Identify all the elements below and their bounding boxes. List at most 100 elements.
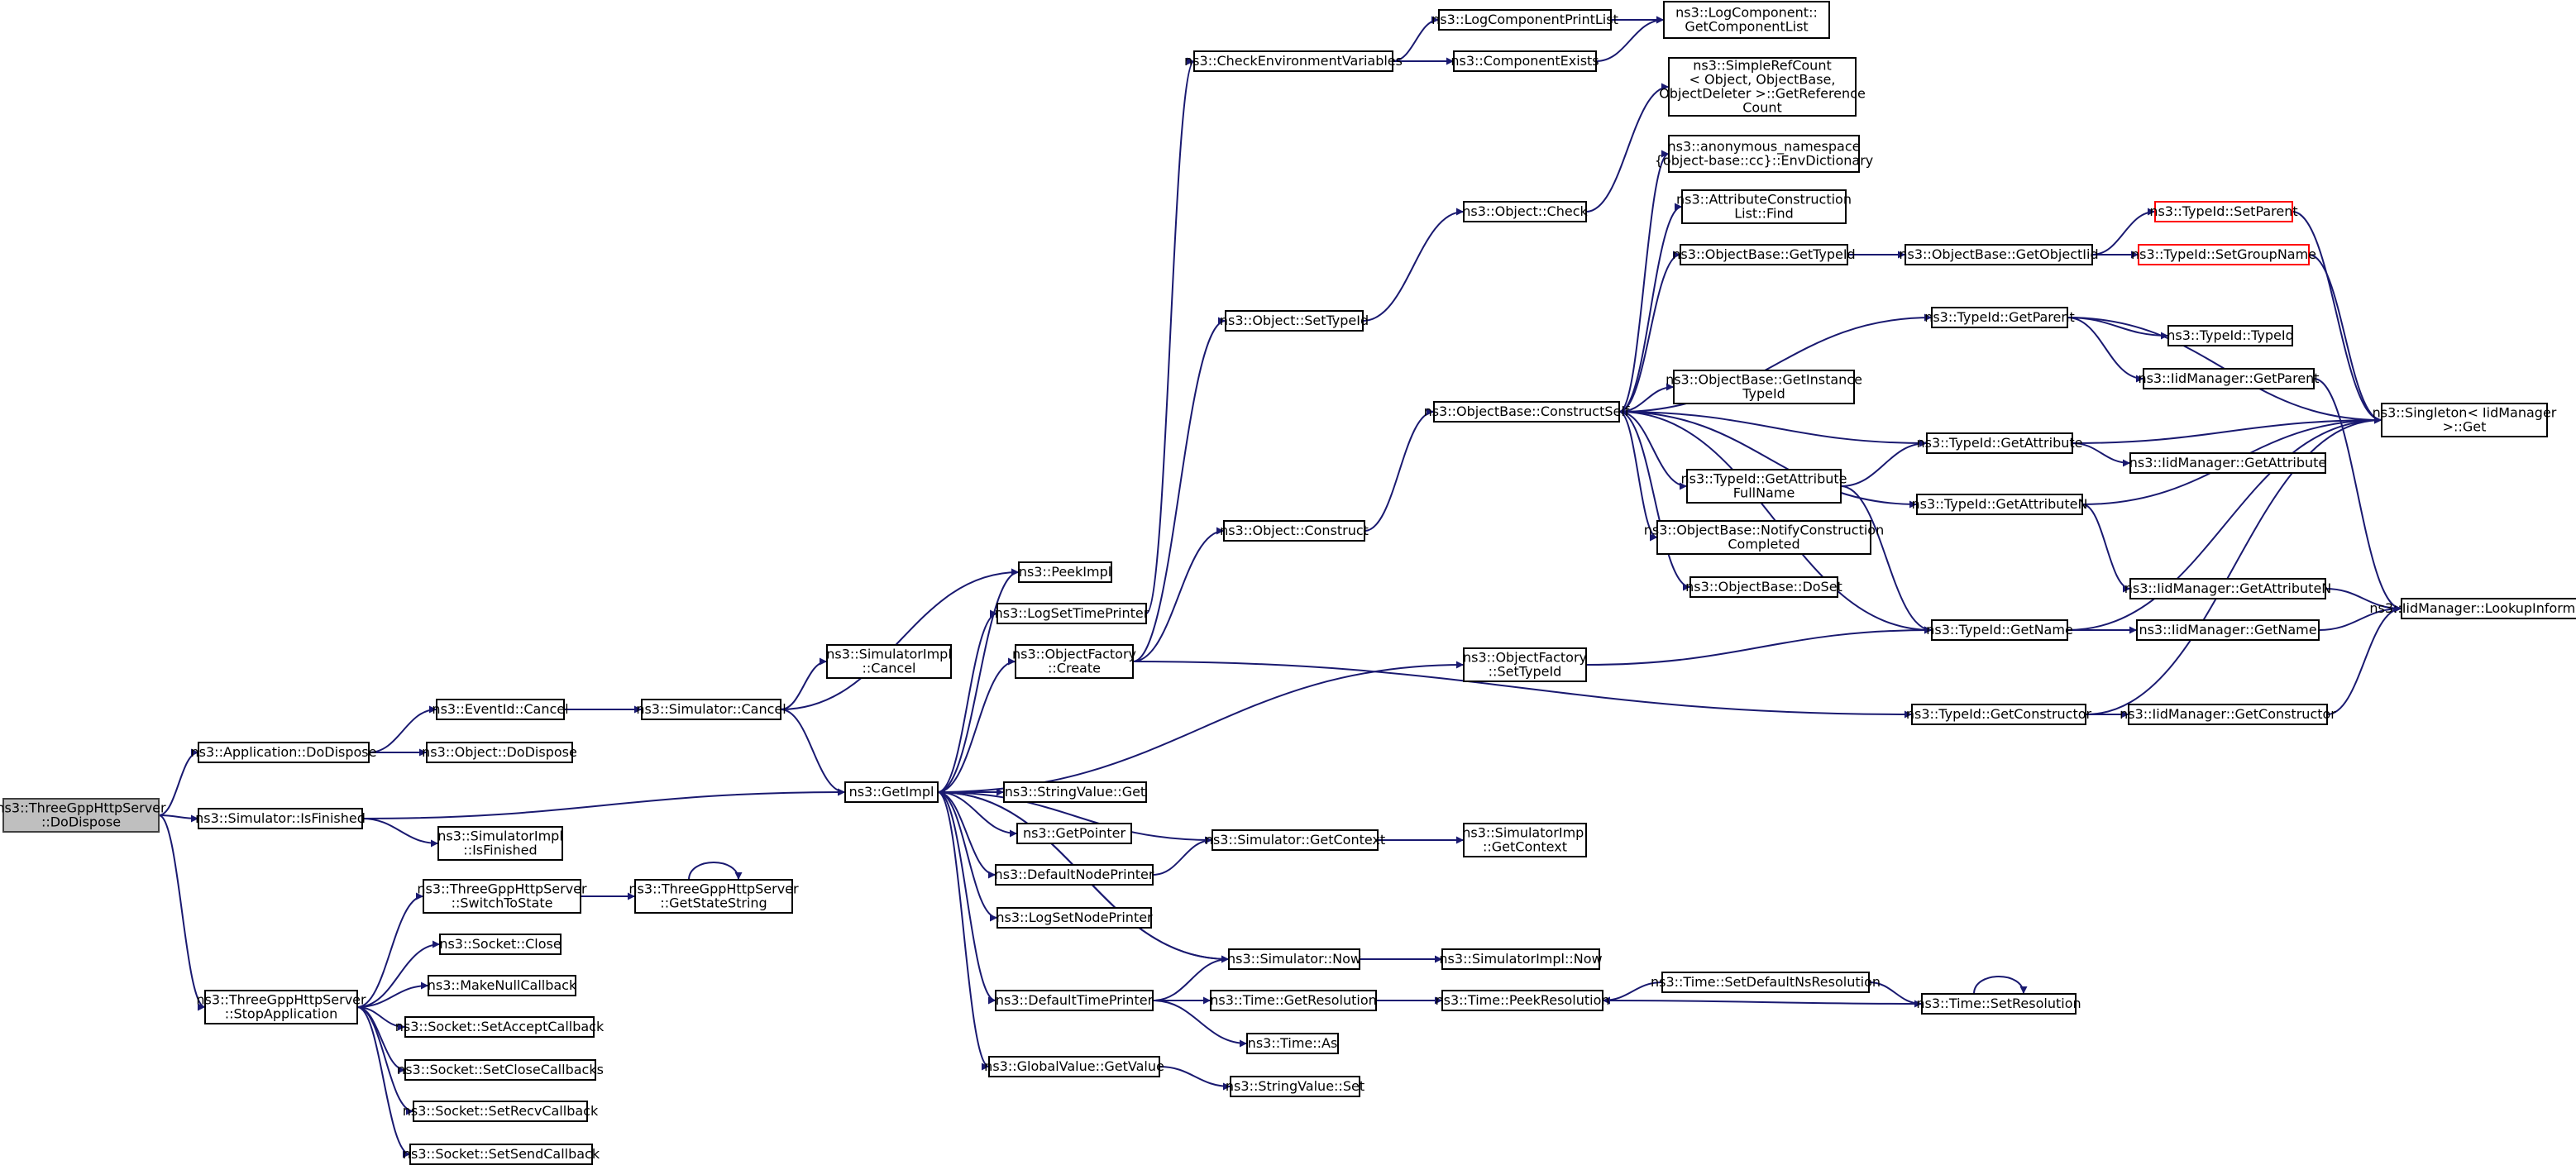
node-label: ns3::ObjectFactory::Create: [1012, 647, 1136, 676]
node-envdict[interactable]: ns3::anonymous_namespace{object-base::cc…: [1655, 135, 1874, 173]
node-label: ns3::StringValue::Set: [1226, 1078, 1364, 1094]
node-strvalset[interactable]: ns3::StringValue::Set: [1226, 1076, 1364, 1097]
edge-typeidgetattrn-to-iidgetattrn: [2081, 504, 2131, 593]
node-setaccept[interactable]: ns3::Socket::SetAcceptCallback: [395, 1016, 605, 1038]
node-objdodispose[interactable]: ns3::Object::DoDispose: [422, 742, 577, 763]
node-typeidgetname[interactable]: ns3::TypeId::GetName: [1926, 619, 2073, 641]
node-typeidgetctor[interactable]: ns3::TypeId::GetConstructor: [1906, 704, 2092, 725]
node-constructself[interactable]: ns3::ObjectBase::ConstructSelf: [1424, 401, 1630, 423]
node-label: ns3::GlobalValue::GetValue: [984, 1058, 1164, 1074]
node-iidgetattr[interactable]: ns3::IidManager::GetAttribute: [2129, 452, 2327, 474]
node-getcomplist[interactable]: ns3::LogComponent::GetComponentList: [1663, 1, 1830, 39]
node-timesetres[interactable]: ns3::Time::SetResolution: [1916, 993, 2081, 1015]
node-label: ns3::Simulator::GetContext: [1205, 832, 1385, 848]
node-objbasedoset[interactable]: ns3::ObjectBase::DoSet: [1685, 576, 1842, 598]
node-objbasegettypeid[interactable]: ns3::ObjectBase::GetTypeId: [1672, 244, 1856, 265]
node-sockclose[interactable]: ns3::Socket::Close: [439, 934, 562, 955]
node-objfactcreate[interactable]: ns3::ObjectFactory::Create: [1012, 644, 1136, 679]
node-box: [1463, 823, 1587, 857]
edge-getimpl-to-logsetnode: [937, 791, 998, 922]
edge-getimpl-to-deftimeprinter: [937, 791, 996, 1005]
node-simimplnow[interactable]: ns3::SimulatorImpl::Now: [1439, 948, 1603, 970]
node-globalgetvalue[interactable]: ns3::GlobalValue::GetValue: [984, 1056, 1164, 1077]
node-iidgetname[interactable]: ns3::IidManager::GetName: [2136, 619, 2320, 641]
node-setclose[interactable]: ns3::Socket::SetCloseCallbacks: [397, 1059, 604, 1081]
node-timegetres[interactable]: ns3::Time::GetResolution: [1210, 990, 1377, 1011]
node-box: [1911, 704, 2086, 725]
edge-constructself-to-getattrfullname: [1618, 411, 1688, 490]
node-box: [423, 879, 581, 914]
edge-getimpl-to-getpointer: [937, 791, 1018, 838]
node-checkenv[interactable]: ns3::CheckEnvironmentVariables: [1184, 50, 1403, 72]
node-simgetcontext[interactable]: ns3::Simulator::GetContext: [1205, 829, 1385, 851]
edge-stopapp-to-switchtostate: [356, 892, 424, 1008]
node-singletonget[interactable]: ns3::Singleton< IidManager>::Get: [2373, 403, 2557, 437]
node-strvalget[interactable]: ns3::StringValue::Get: [1003, 781, 1147, 803]
node-root[interactable]: ns3::ThreeGppHttpServer::DoDispose: [0, 798, 166, 833]
node-iidgetattrn[interactable]: ns3::IidManager::GetAttributeN: [2124, 578, 2332, 599]
node-typeidsetparent[interactable]: ns3::TypeId::SetParent: [2149, 201, 2298, 222]
node-box: [198, 808, 363, 829]
node-peekimpl[interactable]: ns3::PeekImpl: [1018, 561, 1112, 583]
node-box: [1686, 469, 1842, 504]
node-objcheck[interactable]: ns3::Object::Check: [1462, 201, 1589, 222]
node-simplerefcount[interactable]: ns3::SimpleRefCount< Object, ObjectBase,…: [1659, 57, 1866, 117]
edge-getobjectiid-to-typeidsetparent: [2091, 208, 2156, 255]
node-switchtostate[interactable]: ns3::ThreeGppHttpServer::SwitchToState: [417, 879, 587, 914]
node-stopapp[interactable]: ns3::ThreeGppHttpServer::StopApplication: [196, 990, 366, 1024]
node-iidlookup[interactable]: ns3::IidManager::LookupInformation: [2369, 598, 2576, 619]
node-simimplgetcontext[interactable]: ns3::SimulatorImpl::GetContext: [1462, 823, 1588, 857]
node-label: ns3::Time::GetResolution: [1210, 992, 1377, 1008]
node-box: [2143, 368, 2315, 389]
node-timeas[interactable]: ns3::Time::As: [1246, 1033, 1339, 1054]
node-iidgetparent[interactable]: ns3::IidManager::GetParent: [2138, 368, 2320, 389]
node-logsetnode[interactable]: ns3::LogSetNodePrinter: [996, 907, 1153, 929]
node-box: [426, 742, 573, 763]
node-logcompprintlist[interactable]: ns3::LogComponentPrintList: [1431, 9, 1618, 31]
node-getobjectiid[interactable]: ns3::ObjectBase::GetObjectIid: [1899, 244, 2099, 265]
node-label: ns3::ThreeGppHttpServer::GetStateString: [628, 881, 799, 911]
node-timesetdefns[interactable]: ns3::Time::SetDefaultNsResolution: [1651, 972, 1881, 993]
node-typeidtypeid[interactable]: ns3::TypeId::TypeId: [2167, 325, 2294, 346]
node-objfactsettypeid[interactable]: ns3::ObjectFactory::SetTypeId: [1463, 647, 1587, 682]
node-getpointer[interactable]: ns3::GetPointer: [1016, 823, 1132, 844]
node-label: ns3::Object::DoDispose: [422, 744, 577, 760]
node-defnodeprinter[interactable]: ns3::DefaultNodePrinter: [995, 864, 1154, 886]
node-label: ns3::EventId::Cancel: [432, 701, 568, 717]
node-makenull[interactable]: ns3::MakeNullCallback: [428, 975, 577, 996]
node-typeidgetparent[interactable]: ns3::TypeId::GetParent: [1924, 307, 2075, 328]
node-label: ns3::Time::SetDefaultNsResolution: [1651, 974, 1881, 990]
node-setrecv[interactable]: ns3::Socket::SetRecvCallback: [403, 1101, 599, 1122]
node-setsend[interactable]: ns3::Socket::SetSendCallback: [403, 1144, 600, 1165]
node-simnow[interactable]: ns3::Simulator::Now: [1227, 948, 1361, 970]
node-iidgetctor[interactable]: ns3::IidManager::GetConstructor: [2120, 704, 2336, 725]
node-box: [1223, 520, 1365, 542]
node-box: [1018, 561, 1112, 583]
node-appdodispose[interactable]: ns3::Application::DoDispose: [191, 742, 377, 763]
node-logsettime[interactable]: ns3::LogSetTimePrinter: [995, 603, 1149, 624]
node-objconstruct[interactable]: ns3::Object::Construct: [1220, 520, 1369, 542]
node-objsettypeid[interactable]: ns3::Object::SetTypeId: [1220, 310, 1369, 332]
node-typeidsetgroup[interactable]: ns3::TypeId::SetGroupName: [2131, 244, 2316, 265]
edge-typeidsetgroup-to-singletonget: [2308, 254, 2382, 424]
node-compexists[interactable]: ns3::ComponentExists: [1450, 50, 1599, 72]
node-isfinished[interactable]: ns3::Simulator::IsFinished: [195, 808, 366, 829]
node-deftimeprinter[interactable]: ns3::DefaultTimePrinter: [995, 990, 1154, 1011]
node-getstatestring[interactable]: ns3::ThreeGppHttpServer::GetStateString: [628, 879, 799, 914]
node-eventcancel[interactable]: ns3::EventId::Cancel: [432, 699, 569, 720]
edge-getattrfullname-to-typeidgetname: [1840, 485, 1933, 634]
node-getimpl[interactable]: ns3::GetImpl: [844, 781, 939, 803]
node-simcancel[interactable]: ns3::Simulator::Cancel: [636, 699, 786, 720]
node-label: ns3::StringValue::Get: [1005, 784, 1145, 800]
node-simimplcancel[interactable]: ns3::SimulatorImpl::Cancel: [826, 644, 952, 679]
node-simimplisfinished[interactable]: ns3::SimulatorImpl::IsFinished: [437, 826, 563, 861]
node-timepeekres[interactable]: ns3::Time::PeekResolution: [1435, 990, 1610, 1011]
edge-deftimeprinter-to-simnow: [1152, 955, 1230, 1001]
node-typeidgetattr[interactable]: ns3::TypeId::GetAttribute: [1916, 432, 2083, 454]
node-typeidgetattrn[interactable]: ns3::TypeId::GetAttributeN: [1912, 494, 2088, 515]
